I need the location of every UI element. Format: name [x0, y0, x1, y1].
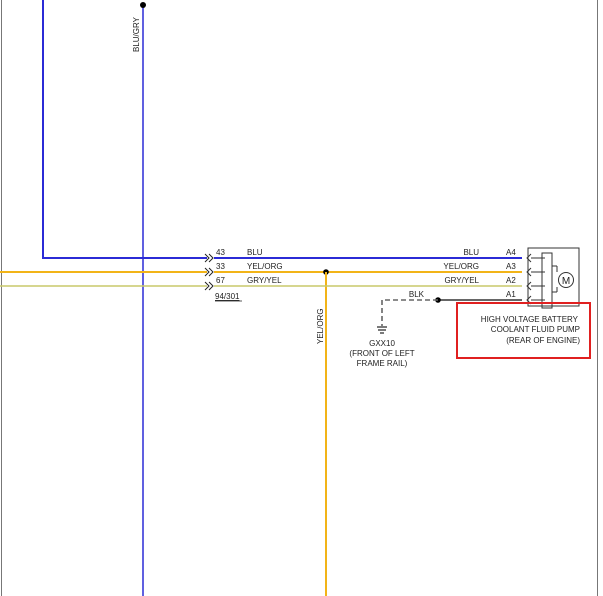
label-blu-gry: BLU/GRY	[132, 16, 141, 52]
pump-color-blk: BLK	[409, 290, 425, 299]
ground-location-line-2: FRAME RAIL)	[357, 359, 408, 368]
pump-color-yel-org: YEL/ORG	[443, 262, 479, 271]
connector-pin-43: 43	[216, 248, 225, 257]
pump-label-line-2: COOLANT FLUID PUMP	[491, 325, 580, 334]
pump-label-line-1: HIGH VOLTAGE BATTERY	[481, 315, 579, 324]
pump-pin-a1: A1	[506, 290, 516, 299]
connector-terminal	[204, 267, 214, 277]
ground-symbol	[377, 326, 387, 334]
motor-icon	[558, 272, 574, 288]
splice-blu-gry	[140, 2, 146, 8]
connector-terminal	[204, 281, 214, 291]
pump-pin-a4: A4	[506, 248, 516, 257]
connector-color-blu: BLU	[247, 248, 263, 257]
connector-color-yel-org: YEL/ORG	[247, 262, 283, 271]
connector-color-gry-yel: GRY/YEL	[247, 276, 282, 285]
pump-color-gry-yel: GRY/YEL	[444, 276, 479, 285]
connector-pin-67: 67	[216, 276, 225, 285]
wire-blu	[42, 0, 207, 259]
inline-connector	[204, 253, 214, 291]
pump-component: M	[526, 247, 580, 309]
ground-location-line-1: (FRONT OF LEFT	[349, 349, 414, 358]
pump-housing	[527, 247, 580, 307]
pump-label-line-3: (REAR OF ENGINE)	[506, 336, 580, 345]
wire-blk-ground-dashed	[381, 299, 438, 326]
connector-terminal	[204, 253, 214, 263]
pump-internal-wiring	[531, 252, 558, 309]
pump-pin-a2: A2	[506, 276, 516, 285]
label-yel-org-vertical: YEL/ORG	[316, 308, 325, 344]
connector-pin-33: 33	[216, 262, 225, 271]
highlight-box	[456, 302, 591, 359]
connector-ref: 94/301	[215, 292, 240, 301]
ground-id: GXX10	[369, 339, 395, 348]
pump-pin-a3: A3	[506, 262, 516, 271]
motor-symbol: M	[562, 276, 570, 287]
pump-color-blu: BLU	[463, 248, 479, 257]
